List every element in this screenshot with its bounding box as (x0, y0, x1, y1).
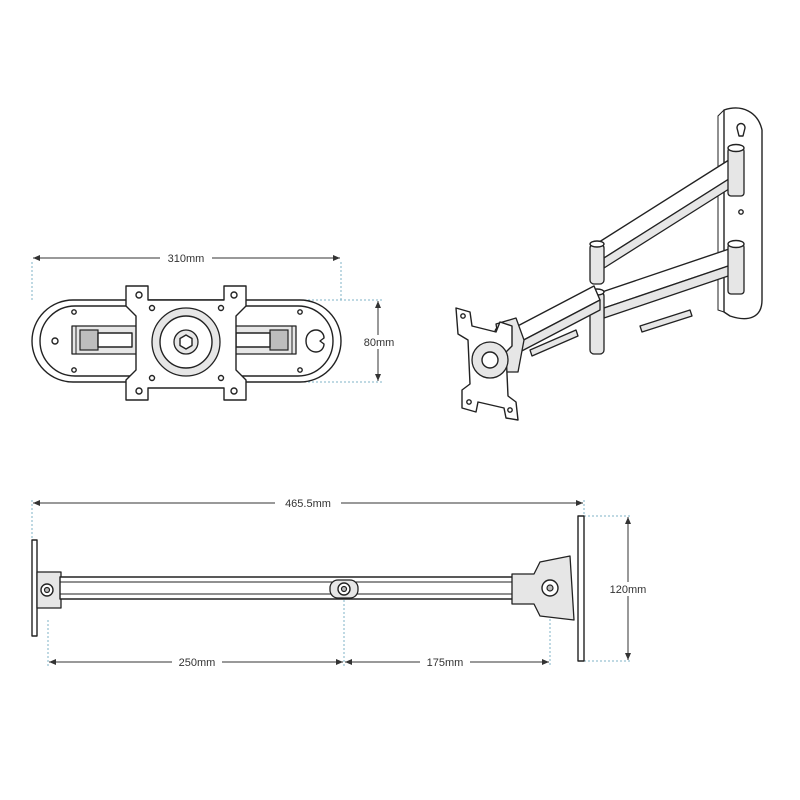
vesa-hub-perspective (481, 351, 499, 369)
side-wall-plate (577, 515, 585, 662)
vesa-hole (460, 313, 466, 319)
wall-keyhole (736, 122, 746, 137)
upper-wall-hinge-cap (727, 143, 745, 153)
side-segment-1-label: 250mm (179, 657, 216, 669)
top-view: 310mm 80mm (31, 250, 400, 401)
side-total-label: 465.5mm (285, 498, 331, 510)
plate-hole-left (51, 337, 59, 345)
side-height-label-bg (604, 582, 652, 596)
side-vesa-plate (31, 539, 38, 637)
plate-hole (71, 309, 77, 315)
upper-wall-hinge (727, 147, 745, 197)
side-wall-bolt-center (546, 584, 554, 592)
hinge-knuckle-left (79, 329, 99, 351)
side-arm (59, 576, 523, 600)
vesa-hole (217, 304, 225, 312)
side-head-bolt-center (43, 586, 51, 594)
arm-stub-left (97, 332, 133, 348)
plate-hole (71, 367, 77, 373)
side-segment-1-label-bg (172, 655, 222, 669)
side-view: 465.5mm 120mm 250mm 175mm (31, 495, 652, 669)
plate-hole (297, 367, 303, 373)
vesa-hole (466, 399, 472, 405)
vesa-hole (135, 291, 143, 299)
center-bolt (179, 334, 193, 350)
vesa-hole (217, 374, 225, 382)
side-segment-2-label-bg (420, 655, 470, 669)
plate-hole (297, 309, 303, 315)
lower-wall-hinge-cap (727, 239, 745, 249)
wall-hole (738, 209, 744, 215)
perspective-view (455, 107, 763, 421)
vesa-hole (148, 304, 156, 312)
lower-wall-hinge (727, 243, 745, 295)
top-width-label: 310mm (168, 253, 205, 265)
vesa-hole (230, 387, 238, 395)
side-mid-bolt-center (340, 585, 348, 593)
vesa-hole (148, 374, 156, 382)
vesa-hole (135, 387, 143, 395)
side-segment-2-label: 175mm (427, 657, 464, 669)
arm-stub-right (235, 332, 271, 348)
forearm-bracket (529, 329, 579, 357)
side-height-label: 120mm (610, 584, 647, 596)
hinge-knuckle-right (269, 329, 289, 351)
elbow-pivot-cap (589, 240, 605, 248)
top-width-label-bg (160, 250, 212, 264)
lower-arm-bracket (639, 309, 693, 333)
wall-plate-edge (717, 109, 725, 313)
vesa-hole (230, 291, 238, 299)
keyhole-slot (305, 329, 325, 353)
vesa-hole (507, 407, 513, 413)
top-height-label-bg (358, 335, 400, 349)
side-total-label-bg (275, 495, 341, 509)
elbow-pivot-upper (589, 243, 605, 285)
top-height-label: 80mm (364, 337, 395, 349)
